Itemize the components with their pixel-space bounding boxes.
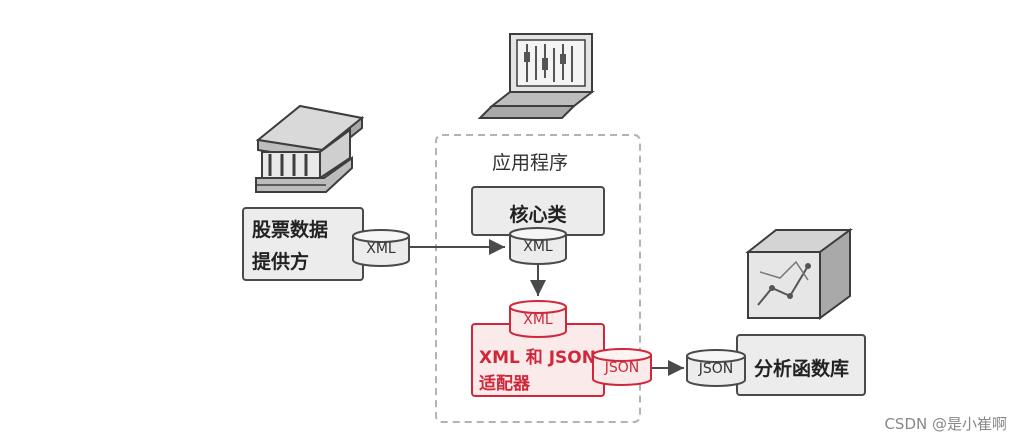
adapter-xml-cylinder: XML bbox=[508, 299, 568, 339]
app-boundary bbox=[435, 134, 641, 423]
adapter-json-cylinder: JSON bbox=[591, 347, 653, 387]
library-json-label: JSON bbox=[698, 361, 734, 377]
adapter-label-line2: 适配器 bbox=[479, 374, 530, 394]
analytics-library-box: 分析函数库 bbox=[736, 334, 866, 396]
app-title: 应用程序 bbox=[492, 152, 569, 174]
library-json-cylinder: JSON bbox=[685, 348, 747, 388]
laptop-chart-icon bbox=[477, 33, 595, 119]
analytics-box-icon bbox=[745, 228, 854, 320]
adapter-label-line1: XML 和 JSON bbox=[479, 348, 596, 368]
library-label: 分析函数库 bbox=[754, 358, 850, 380]
provider-xml-label: XML bbox=[366, 241, 396, 257]
provider-label-line1: 股票数据 bbox=[252, 219, 329, 241]
watermark: CSDN @是小崔啊 bbox=[884, 415, 1007, 433]
adapter-json-label: JSON bbox=[604, 360, 640, 376]
core-xml-label: XML bbox=[523, 239, 553, 255]
core-class-label: 核心类 bbox=[509, 204, 567, 226]
provider-xml-cylinder: XML bbox=[351, 228, 411, 268]
stock-data-provider-box: 股票数据 提供方 bbox=[242, 207, 364, 281]
adapter-xml-label: XML bbox=[523, 312, 553, 328]
provider-label-line2: 提供方 bbox=[252, 251, 310, 273]
bank-icon bbox=[255, 104, 365, 193]
core-xml-cylinder: XML bbox=[508, 226, 568, 266]
